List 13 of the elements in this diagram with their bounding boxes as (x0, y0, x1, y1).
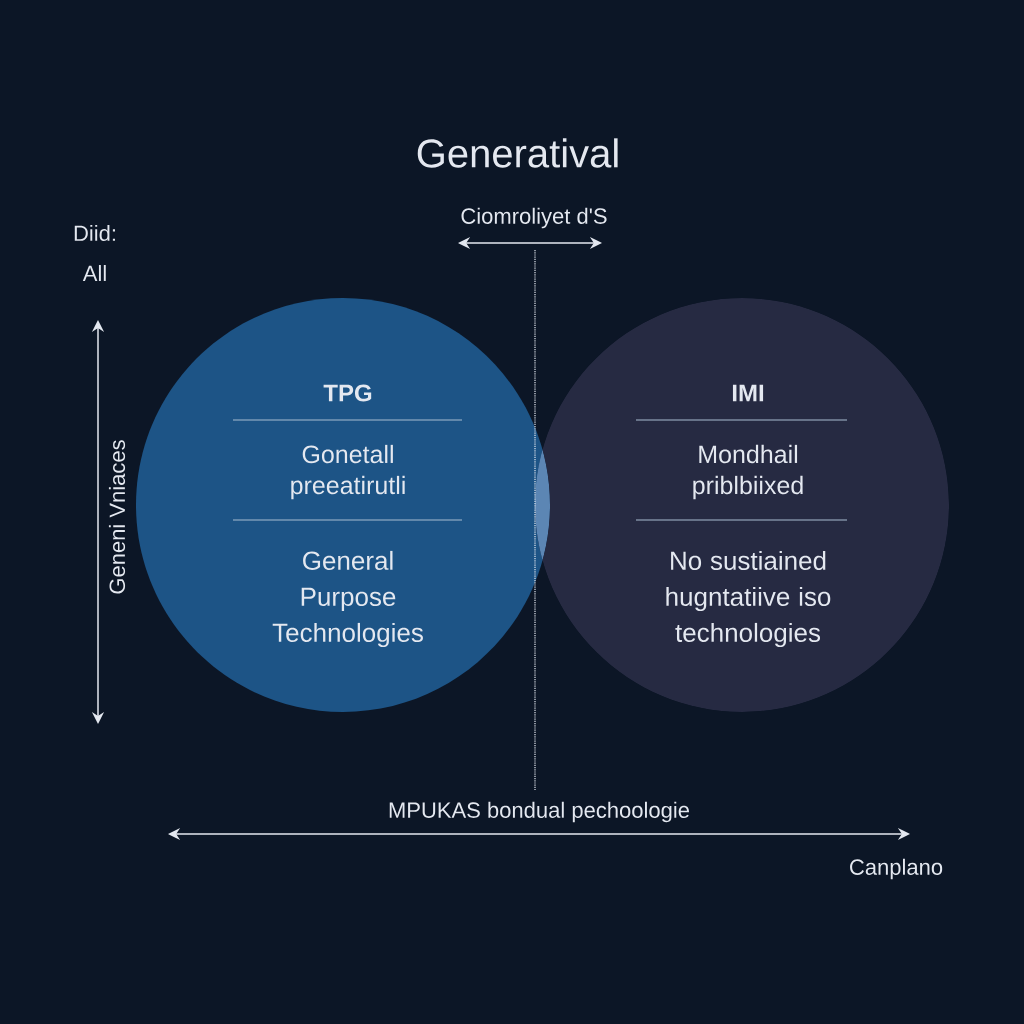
axis-label: All (82, 265, 106, 281)
circle-body: No sustiained hugntatiive iso technologies (666, 550, 831, 648)
axis-label: MPUKAS bondual pechoologie (389, 801, 689, 823)
title: Generatival (417, 138, 618, 168)
venn-circle (136, 298, 550, 712)
axis-label: Ciomroliyet d'S (461, 207, 607, 229)
circle-subtitle: Gonetall preeatirutli (291, 444, 405, 500)
circle-heading: IMI (732, 384, 764, 402)
circle-body: General Purpose Technologies (272, 550, 423, 648)
axis-label: Diid: (74, 224, 115, 242)
circle-heading: TPG (323, 384, 372, 402)
axis-label: Canplano (850, 858, 943, 880)
circle-subtitle: Mondhail priblbiixed (693, 444, 803, 500)
